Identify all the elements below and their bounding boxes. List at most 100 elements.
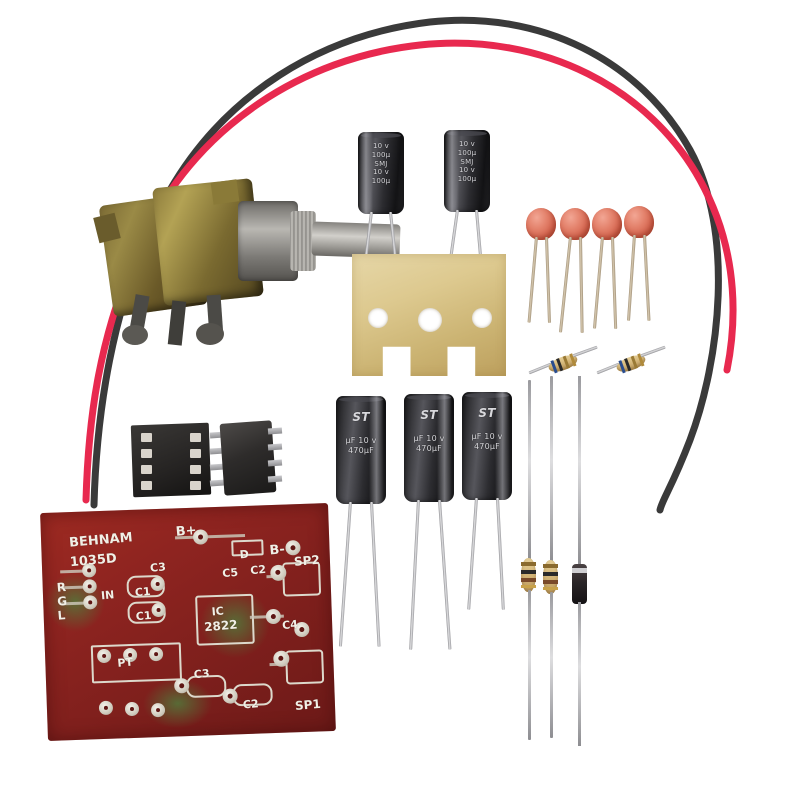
- pcb-pad-hole: [179, 683, 185, 689]
- pcb-pad-hole: [102, 653, 107, 659]
- bracket-mounting-hole: [472, 308, 492, 328]
- pcb-pad-hole: [103, 705, 109, 710]
- capacitor-lead: [438, 499, 452, 650]
- pcb-silk-text: C5: [221, 565, 239, 581]
- resistor-band: [630, 355, 638, 369]
- pcb-pad: [98, 700, 114, 716]
- resistor-band: [624, 358, 632, 372]
- potentiometer-shaft: [311, 221, 401, 259]
- capacitor-polarity-stripe: [445, 130, 459, 212]
- pcb-silk-text: L: [57, 608, 66, 623]
- pcb-silk-text: SP2: [293, 552, 321, 569]
- capacitor-lead: [338, 501, 352, 647]
- capacitor-brand: ST: [352, 410, 370, 424]
- pcb-silk-text: 2822: [203, 617, 239, 635]
- resistor-band: [543, 580, 558, 584]
- capacitor-can: [462, 392, 512, 500]
- resistor-lead: [550, 592, 553, 738]
- ic-pin: [267, 443, 283, 451]
- pcb-silk-text: SP1: [294, 696, 322, 713]
- resistor-lead: [528, 380, 531, 560]
- capacitor-top-vent: [407, 395, 451, 400]
- capacitor-label: µF 10 v 470µF: [413, 434, 445, 453]
- pcb-silk-text: B+: [175, 523, 198, 540]
- pcb-pad-hole: [87, 584, 92, 589]
- resistor-band: [521, 578, 536, 582]
- capacitor-top-vent: [339, 397, 383, 402]
- pcb-pad-hole: [154, 652, 159, 657]
- ceramic-capacitor: [592, 208, 624, 348]
- resistor: [516, 380, 546, 740]
- resistor-band: [521, 562, 536, 566]
- pcb-silk-text: IC: [211, 604, 225, 619]
- capacitor-lead: [409, 499, 420, 650]
- capacitor-polarity-stripe: [437, 394, 452, 502]
- ceramic-capacitor-lead: [611, 236, 617, 329]
- potentiometer-tab: [210, 179, 240, 205]
- socket-contact: [141, 433, 152, 442]
- pcb-pad-hole: [156, 607, 161, 613]
- capacitor-label: µF 10 v 470µF: [471, 432, 503, 451]
- pcb-pad-hole: [299, 626, 305, 633]
- socket-contact: [141, 481, 152, 490]
- capacitor-can: [358, 132, 404, 214]
- pcb-pad-hole: [278, 655, 284, 661]
- ceramic-capacitor-disc: [526, 208, 556, 240]
- ic-pin: [267, 459, 283, 467]
- ceramic-capacitor: [526, 208, 558, 348]
- ceramic-capacitor-lead: [527, 236, 538, 323]
- capacitor-lead: [496, 497, 505, 610]
- pcb-silk-text: 1035D: [69, 551, 118, 571]
- socket-contact: [190, 433, 201, 442]
- diode-cathode-band: [572, 568, 587, 573]
- dip-ic-socket: [130, 422, 212, 498]
- capacitor-label: 10 v 100µ SMJ 10 v 100µ: [457, 140, 477, 183]
- pcb-pad: [285, 540, 301, 556]
- pcb-silk-text: D: [239, 547, 250, 562]
- ic-pin: [267, 475, 283, 483]
- electrolytic-capacitor-470uf: ST µF 10 v 470µF: [404, 394, 454, 650]
- electrolytic-capacitor-470uf: ST µF 10 v 470µF: [336, 396, 386, 647]
- resistor: [596, 345, 666, 388]
- capacitor-top-vent: [446, 131, 488, 136]
- socket-contact: [141, 465, 152, 474]
- potentiometer-bushing: [238, 201, 298, 281]
- printed-circuit-board: BEHNAM 1035D B+ B- D SP2 C3 C5 C2 R G L …: [40, 503, 336, 741]
- electrolytic-capacitor-470uf: ST µF 10 v 470µF: [462, 392, 512, 610]
- pcb-silk-text: PT: [116, 655, 134, 670]
- pcb-silk-text: C2: [242, 697, 260, 712]
- pcb-silk-text: G: [56, 593, 68, 609]
- pcb-silk-text: C3: [149, 560, 167, 575]
- capacitor-polarity-stripe: [359, 132, 373, 214]
- capacitor-top-vent: [465, 393, 509, 398]
- potentiometer-solder-blob: [196, 323, 224, 345]
- capacitor-can: [444, 130, 490, 212]
- resistor-lead: [528, 590, 531, 740]
- pcb-pad-hole: [129, 706, 135, 712]
- electrolytic-capacitor-100uf: 10 v 100µ SMJ 10 v 100µ: [358, 132, 404, 270]
- pcb-silk-text: C2: [249, 562, 267, 578]
- ceramic-capacitor-lead: [579, 236, 584, 334]
- resistor-body: [543, 560, 558, 594]
- resistor-band: [543, 587, 558, 590]
- ic-chip: [204, 418, 284, 498]
- heatsink-bracket: [352, 254, 506, 376]
- socket-contact: [141, 449, 152, 458]
- ceramic-capacitor-lead: [627, 234, 636, 321]
- capacitor-can: [336, 396, 386, 504]
- pcb-silk-text: C3: [193, 666, 211, 682]
- pcb-pad-hole: [197, 534, 204, 540]
- capacitor-polarity-stripe: [495, 392, 510, 500]
- ceramic-capacitor-lead: [592, 236, 604, 329]
- resistor-band: [556, 358, 564, 372]
- resistor-lead: [550, 376, 553, 562]
- pcb-silk-text: C1: [134, 584, 152, 600]
- pcb-silk-text: BEHNAM: [68, 530, 134, 551]
- resistor-lead: [640, 345, 666, 357]
- socket-contact: [190, 465, 201, 474]
- ceramic-capacitor: [624, 206, 656, 346]
- capacitor-lead: [370, 501, 381, 647]
- capacitor-polarity-stripe: [369, 396, 384, 504]
- capacitor-top-vent: [360, 133, 402, 138]
- ic-pin: [267, 427, 283, 435]
